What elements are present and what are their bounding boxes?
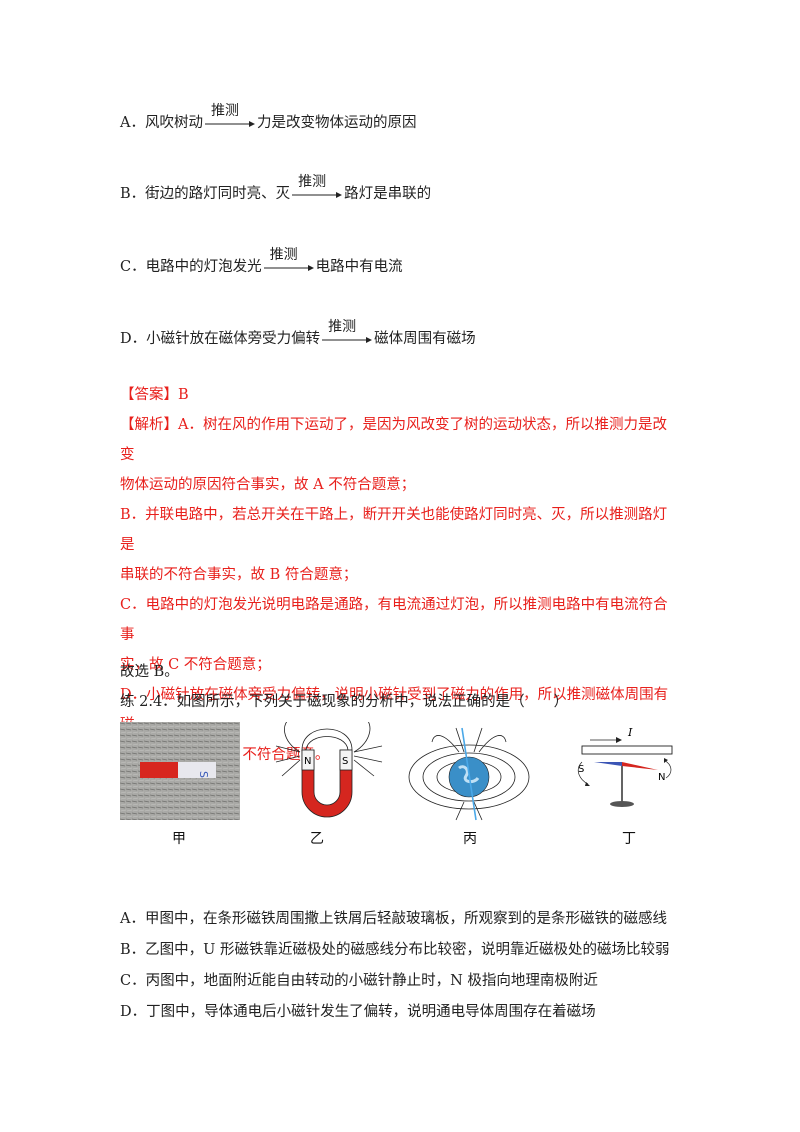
option-a-top: A． 风吹树动 推测 力是改变物体运动的原因: [120, 103, 417, 132]
option-letter: B．: [120, 186, 146, 202]
needle-s-label: S: [578, 764, 584, 775]
analysis-line-5: C．电路中的灯泡发光说明电路是通路，有电流通过灯泡，所以推测电路中有电流符合事: [120, 597, 668, 643]
bar-magnet-filings-image: S: [120, 722, 240, 820]
analysis-text: A．树在风的作用下运动了，是因为风改变了树的运动状态，所以推测力是改变: [120, 417, 667, 463]
right-arrow-icon: [204, 121, 255, 127]
current-label: I: [627, 726, 633, 739]
analysis-line-3: B．并联电路中，若总开关在干路上，断开开关也能使路灯同时亮、灭，所以推测路灯是: [120, 507, 668, 553]
figure-jia: S: [120, 722, 240, 822]
option-b-top: B． 街边的路灯同时亮、灭 推测 路灯是串联的: [120, 174, 432, 203]
right-arrow-icon: [322, 337, 373, 343]
figure-caption-bing: 丙: [463, 831, 477, 847]
question-stem: 练 2.4．如图所示，下列关于磁现象的分析中，说法正确的是（ ）: [120, 694, 569, 710]
u-s-label: S: [342, 756, 348, 767]
option-conclusion: 磁体周围有磁场: [374, 331, 476, 347]
infer-arrow: 推测: [204, 103, 255, 132]
option-conclusion: 电路中有电流: [315, 259, 403, 275]
u-magnet-field-image: N S: [275, 717, 383, 818]
option-premise: 风吹树动: [144, 115, 203, 131]
option-premise: 街边的路灯同时亮、灭: [145, 186, 291, 202]
infer-arrow: 推测: [263, 247, 314, 276]
figure-caption-yi: 乙: [310, 831, 324, 847]
option-letter: D．: [120, 331, 147, 347]
arrow-label: 推测: [328, 319, 357, 335]
option-d-top: D． 小磁针放在磁体旁受力偏转 推测 磁体周围有磁场: [120, 319, 476, 348]
magnet-s-label: S: [197, 771, 210, 778]
analysis-line-6: 实，故 C 不符合题意；: [120, 657, 271, 673]
oersted-experiment-image: I S N: [577, 726, 673, 807]
option-premise: 电路中的灯泡发光: [145, 259, 262, 275]
conclusion: 故选 B。: [120, 664, 179, 680]
figure-yi: N S: [272, 717, 392, 822]
figure-caption-jia: 甲: [172, 831, 186, 847]
question-option-a: A．甲图中，在条形磁铁周围撒上铁屑后轻敲玻璃板，所观察到的是条形磁铁的磁感线: [120, 911, 667, 927]
option-conclusion: 力是改变物体运动的原因: [256, 115, 417, 131]
infer-arrow: 推测: [292, 174, 343, 203]
arrow-label: 推测: [210, 103, 239, 119]
figure-ding: I S N: [572, 722, 682, 822]
arrow-label: 推测: [298, 174, 327, 190]
infer-arrow: 推测: [322, 319, 373, 348]
arrow-label: 推测: [269, 247, 298, 263]
right-arrow-icon: [292, 192, 343, 198]
question-option-c: C．丙图中，地面附近能自由转动的小磁针静止时，N 极指向地理南极附近: [120, 973, 598, 989]
needle-n-label: N: [658, 772, 665, 783]
figure-caption-ding: 丁: [622, 831, 636, 847]
figure-row: S 甲 N S 乙: [120, 717, 682, 862]
analysis-line-4: 串联的不符合事实，故 B 符合题意；: [120, 567, 358, 583]
question-option-b: B．乙图中，U 形磁铁靠近磁极处的磁感线分布比较密，说明靠近磁极处的磁场比较弱: [120, 942, 670, 958]
option-conclusion: 路灯是串联的: [344, 186, 432, 202]
earth-magnetic-field-image: [408, 727, 530, 821]
figure-bing: [404, 722, 534, 822]
u-n-label: N: [304, 756, 311, 767]
analysis-head: 【解析】: [120, 417, 178, 433]
question-option-d: D．丁图中，导体通电后小磁针发生了偏转，说明通电导体周围存在着磁场: [120, 1004, 596, 1020]
analysis-line-1: 【解析】A．树在风的作用下运动了，是因为风改变了树的运动状态，所以推测力是改变: [120, 410, 680, 470]
option-premise: 小磁针放在磁体旁受力偏转: [146, 331, 321, 347]
right-arrow-icon: [263, 265, 314, 271]
option-c-top: C． 电路中的灯泡发光 推测 电路中有电流: [120, 247, 403, 276]
option-letter: A．: [120, 115, 145, 131]
answer-block: 【答案】B 【解析】A．树在风的作用下运动了，是因为风改变了树的运动状态，所以推…: [120, 380, 680, 770]
analysis-line-2: 物体运动的原因符合事实，故 A 不符合题意；: [120, 477, 416, 493]
option-letter: C．: [120, 259, 146, 275]
answer-label: 【答案】B: [120, 387, 189, 403]
